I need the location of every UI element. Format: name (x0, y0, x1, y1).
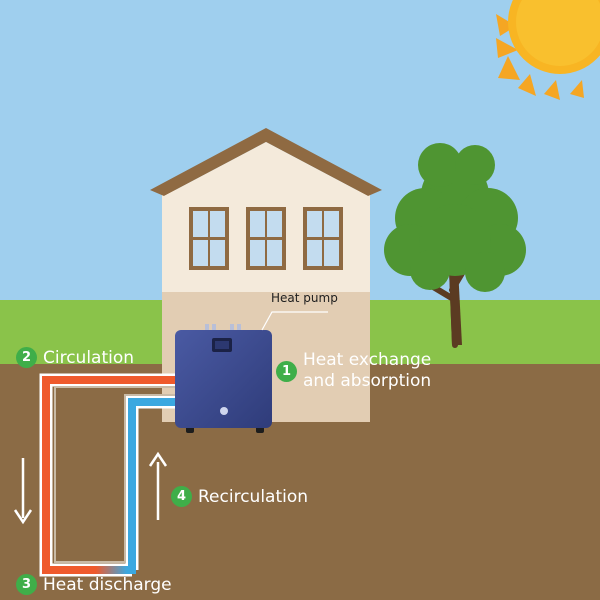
step-4-text: Recirculation (198, 486, 309, 507)
arrow-down-icon (13, 458, 33, 525)
step-4-badge: 4 (171, 486, 192, 507)
heat-pump-pointer (261, 311, 328, 331)
heat-pump-icon (175, 324, 272, 433)
step-1-text: Heat exchange and absorption (303, 350, 431, 392)
step-2-text: Circulation (43, 347, 135, 368)
step-2-badge: 2 (16, 347, 37, 368)
step-2-label: 2 Circulation (16, 347, 134, 368)
window (303, 207, 343, 270)
step-3-label: 3 Heat discharge (16, 574, 172, 595)
step-1-line-2: and absorption (303, 371, 432, 391)
heat-pump-label: Heat pump (271, 291, 338, 305)
pipe-loop (39, 373, 178, 577)
step-1-line-1: Heat exchange (303, 350, 432, 370)
window (189, 207, 229, 270)
tree-icon (384, 143, 526, 348)
step-3-text: Heat discharge (43, 574, 172, 595)
step-4-label: 4 Recirculation (171, 486, 308, 507)
window (246, 207, 286, 270)
step-3-badge: 3 (16, 574, 37, 595)
sun-icon (496, 0, 600, 100)
arrow-up-icon (148, 451, 168, 520)
step-1-label: 1 Heat exchange and absorption (276, 350, 431, 392)
step-1-badge: 1 (276, 360, 297, 382)
